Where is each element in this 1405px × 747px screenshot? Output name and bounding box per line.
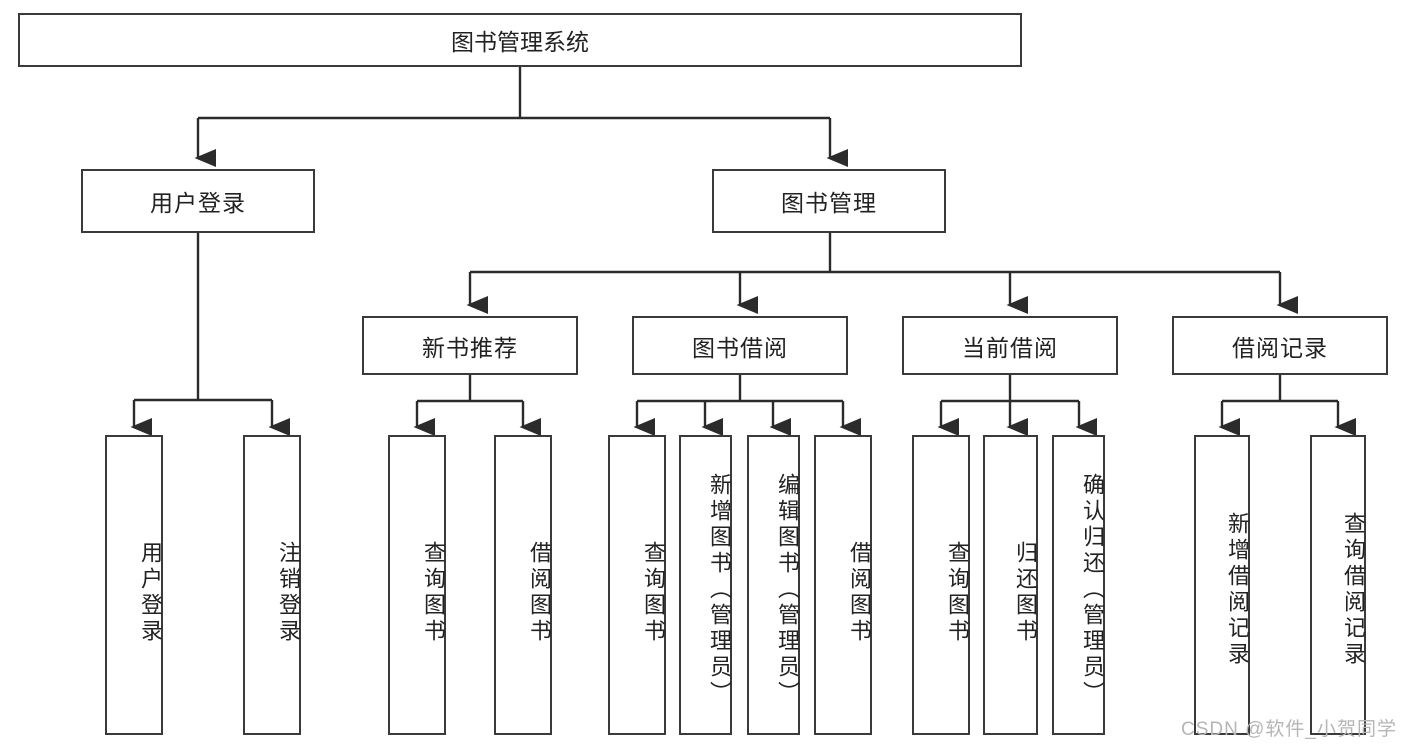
leaf-user-login-login[interactable]: 用户登录	[105, 435, 163, 735]
leaf-label: 新增借阅记录	[1225, 512, 1250, 668]
leaf-borrow-borrow-book[interactable]: 借阅图书	[814, 435, 872, 735]
leaf-record-add-record[interactable]: 新增借阅记录	[1194, 435, 1250, 735]
leaf-label: 借阅图书	[847, 541, 872, 645]
leaf-label: 编辑图书（管理员）	[775, 473, 800, 707]
leaf-recommend-query-book[interactable]: 查询图书	[388, 435, 446, 735]
leaf-current-return-book[interactable]: 归还图书	[983, 435, 1038, 735]
leaf-recommend-borrow-book[interactable]: 借阅图书	[494, 435, 552, 735]
leaf-label: 查询图书	[641, 541, 666, 645]
leaf-borrow-query-book[interactable]: 查询图书	[608, 435, 666, 735]
leaf-current-query-book[interactable]: 查询图书	[912, 435, 970, 735]
leaf-label: 查询借阅记录	[1341, 512, 1366, 668]
node-book-management-label: 图书管理	[781, 190, 877, 216]
leaf-current-confirm-return-admin[interactable]: 确认归还（管理员）	[1052, 435, 1105, 735]
node-user-login[interactable]: 用户登录	[81, 169, 315, 233]
node-user-login-label: 用户登录	[150, 190, 246, 216]
leaf-user-login-logout[interactable]: 注销登录	[243, 435, 301, 735]
node-book-borrow-label: 图书借阅	[692, 334, 788, 361]
node-root-label: 图书管理系统	[451, 29, 589, 55]
leaf-borrow-edit-book-admin[interactable]: 编辑图书（管理员）	[747, 435, 800, 735]
node-new-book-recommend-label: 新书推荐	[422, 334, 518, 361]
leaf-label: 归还图书	[1013, 541, 1038, 645]
node-book-management[interactable]: 图书管理	[712, 169, 946, 233]
node-book-borrow[interactable]: 图书借阅	[632, 316, 848, 375]
leaf-label: 确认归还（管理员）	[1080, 473, 1105, 707]
leaf-borrow-add-book-admin[interactable]: 新增图书（管理员）	[679, 435, 732, 735]
leaf-record-query-record[interactable]: 查询借阅记录	[1310, 435, 1366, 735]
node-borrow-record[interactable]: 借阅记录	[1172, 316, 1388, 375]
leaf-label: 用户登录	[138, 541, 163, 645]
leaf-label: 查询图书	[421, 541, 446, 645]
node-borrow-record-label: 借阅记录	[1232, 334, 1328, 361]
leaf-label: 注销登录	[276, 541, 301, 645]
leaf-label: 查询图书	[945, 541, 970, 645]
node-current-borrow[interactable]: 当前借阅	[902, 316, 1118, 375]
node-root[interactable]: 图书管理系统	[18, 13, 1022, 67]
node-new-book-recommend[interactable]: 新书推荐	[362, 316, 578, 375]
node-current-borrow-label: 当前借阅	[962, 334, 1058, 361]
leaf-label: 借阅图书	[527, 541, 552, 645]
leaf-label: 新增图书（管理员）	[707, 473, 732, 707]
